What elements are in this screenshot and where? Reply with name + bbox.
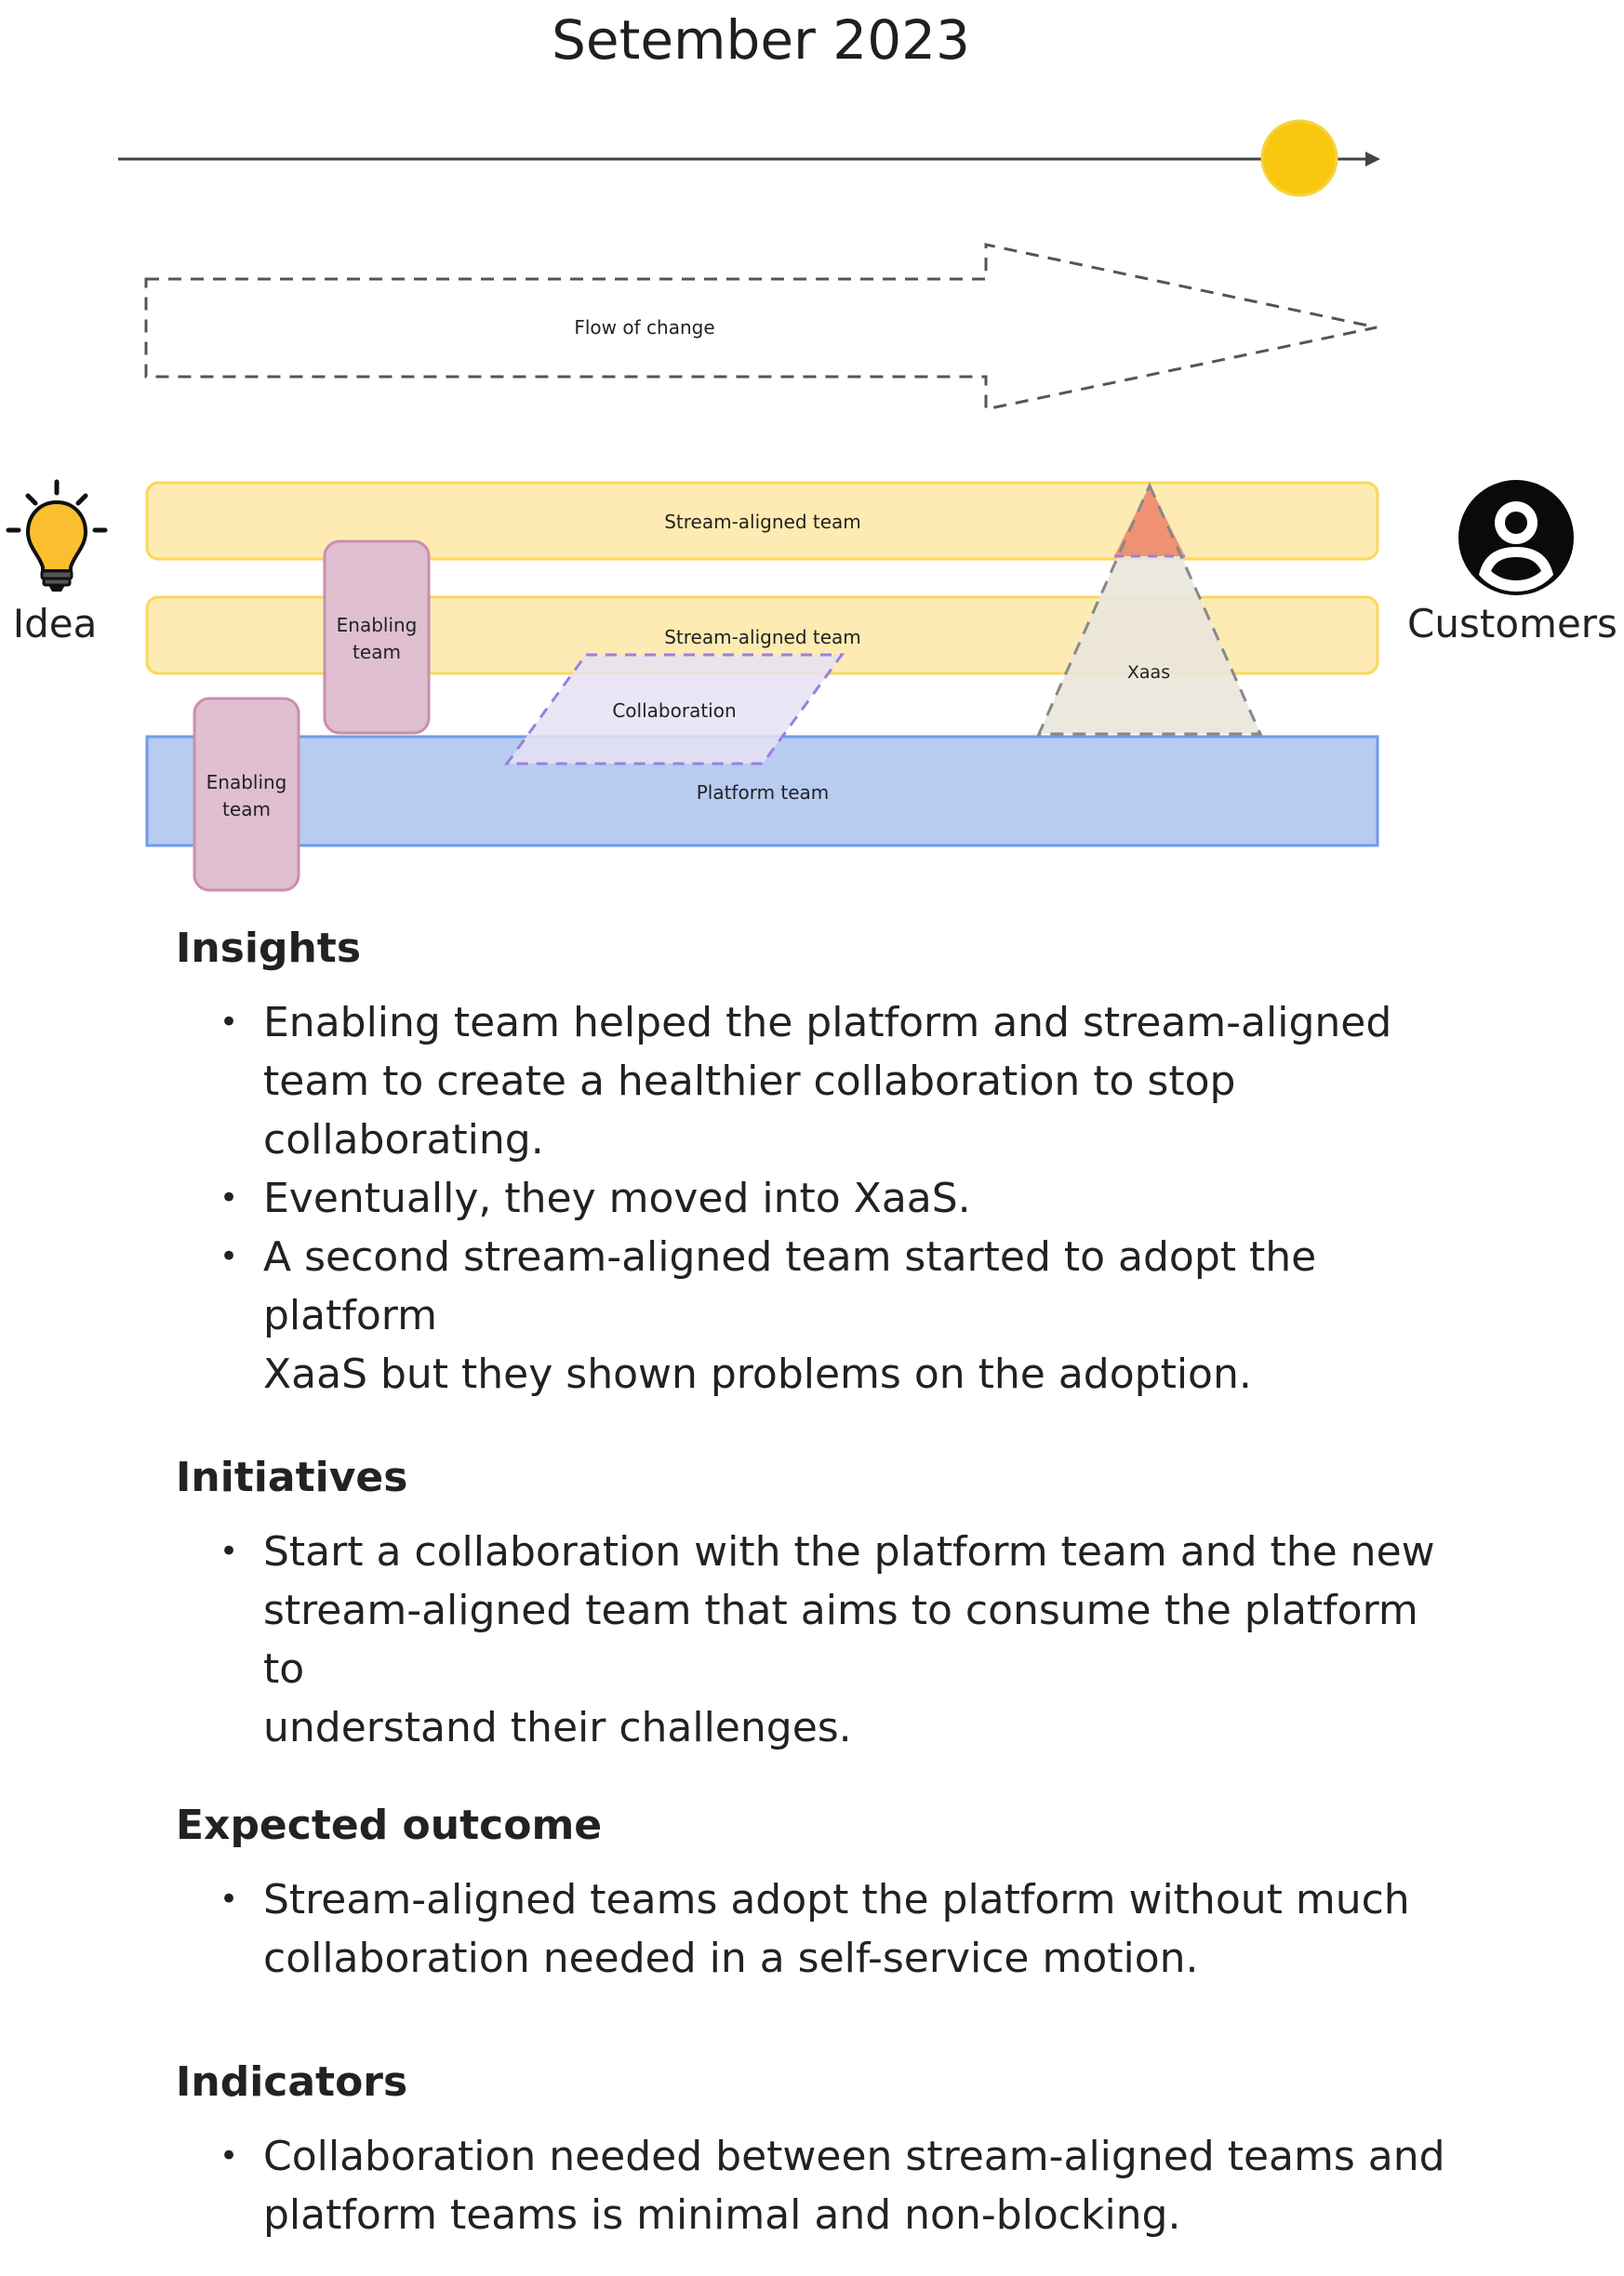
bullet-icon: • — [220, 1533, 239, 1570]
bullet-icon: • — [220, 2137, 239, 2175]
bullet-icon: • — [220, 1238, 239, 1275]
page-title: Setember 2023 — [552, 8, 970, 72]
timeline — [118, 119, 1380, 197]
initiatives-section: Initiatives • Start a collaboration with … — [176, 1450, 1459, 1757]
line: Collaboration needed between stream-alig… — [263, 2133, 1445, 2180]
customers-label: Customers — [1407, 601, 1617, 646]
enabling-team-1: Enabling team — [323, 539, 431, 735]
list-item: • Start a collaboration with the platform… — [176, 1523, 1459, 1757]
list-item: • Enabling team helped the platform and s… — [176, 993, 1459, 1169]
collaboration-shape: Collaboration — [504, 653, 845, 765]
xaas-triangle-tip — [1114, 486, 1185, 556]
flow-of-change-label: Flow of change — [574, 316, 714, 339]
team-topology-diagram: Setember 2023 Flow of change Idea Custom… — [6, 8, 1617, 892]
line: collaboration needed in a self-service m… — [263, 1935, 1199, 1982]
bullet-icon: • — [220, 1004, 239, 1041]
line: A second stream-aligned team started to … — [263, 1233, 1317, 1339]
indicators-list: • Collaboration needed between stream-ali… — [176, 2127, 1459, 2244]
enabling-team-1-label-line1: Enabling — [337, 614, 418, 636]
expected-outcome-list: • Stream-aligned teams adopt the platform… — [176, 1870, 1459, 1988]
line: XaaS but they shown problems on the adop… — [263, 1351, 1252, 1398]
collaboration-label: Collaboration — [612, 699, 736, 722]
line: team to create a healthier collaboration… — [263, 1058, 1236, 1105]
indicators-section: Indicators • Collaboration needed between… — [176, 2055, 1459, 2244]
enabling-team-2: Enabling team — [193, 697, 300, 892]
line: understand their challenges. — [263, 1704, 852, 1751]
insights-section: Insights • Enabling team helped the platf… — [176, 921, 1459, 1404]
line: Enabling team helped the platform and st… — [263, 999, 1392, 1046]
list-item: • Stream-aligned teams adopt the platform… — [176, 1870, 1459, 1988]
insights-list: • Enabling team helped the platform and s… — [176, 993, 1459, 1404]
idea-label: Idea — [13, 601, 98, 646]
line: collaborating. — [263, 1116, 544, 1164]
lightbulb-icon — [6, 479, 108, 592]
list-item: • A second stream-aligned team started to… — [176, 1228, 1459, 1404]
section-heading: Insights — [176, 925, 362, 972]
xaas-label: Xaas — [1127, 662, 1170, 683]
notes-panel: Insights • Enabling team helped the platf… — [176, 921, 1459, 2276]
timeline-arrowhead-icon — [1365, 152, 1380, 166]
line: Start a collaboration with the platform … — [263, 1528, 1435, 1576]
bullet-icon: • — [220, 1881, 239, 1918]
list-item: • Eventually, they moved into XaaS. — [176, 1169, 1459, 1228]
line: stream-aligned team that aims to consume… — [263, 1587, 1418, 1693]
stream-aligned-team-1-label: Stream-aligned team — [664, 511, 861, 533]
expected-outcome-section: Expected outcome • Stream-aligned teams a… — [176, 1798, 1459, 1988]
line: Stream-aligned teams adopt the platform … — [263, 1876, 1410, 1923]
flow-of-change-arrow: Flow of change — [144, 243, 1378, 411]
line: Eventually, they moved into XaaS. — [263, 1175, 971, 1222]
stream-aligned-team-2: Stream-aligned team — [145, 595, 1379, 675]
line: platform teams is minimal and non-blocki… — [263, 2191, 1181, 2239]
xaas-triangle: Xaas — [1036, 482, 1263, 736]
enabling-team-1-label-line2: team — [353, 641, 401, 663]
section-heading: Expected outcome — [176, 1802, 603, 1849]
timeline-marker — [1260, 119, 1338, 197]
user-avatar-icon — [1458, 480, 1574, 595]
stream-aligned-team-2-label: Stream-aligned team — [664, 626, 861, 648]
initiatives-list: • Start a collaboration with the platform… — [176, 1523, 1459, 1757]
enabling-team-2-label-line2: team — [222, 798, 271, 820]
stream-aligned-team-1: Stream-aligned team — [145, 481, 1379, 561]
bullet-icon: • — [220, 1179, 239, 1217]
platform-team-label: Platform team — [697, 781, 830, 804]
enabling-team-2-label-line1: Enabling — [206, 771, 287, 793]
list-item: • Collaboration needed between stream-ali… — [176, 2127, 1459, 2244]
section-heading: Initiatives — [176, 1454, 408, 1501]
section-heading: Indicators — [176, 2058, 408, 2106]
